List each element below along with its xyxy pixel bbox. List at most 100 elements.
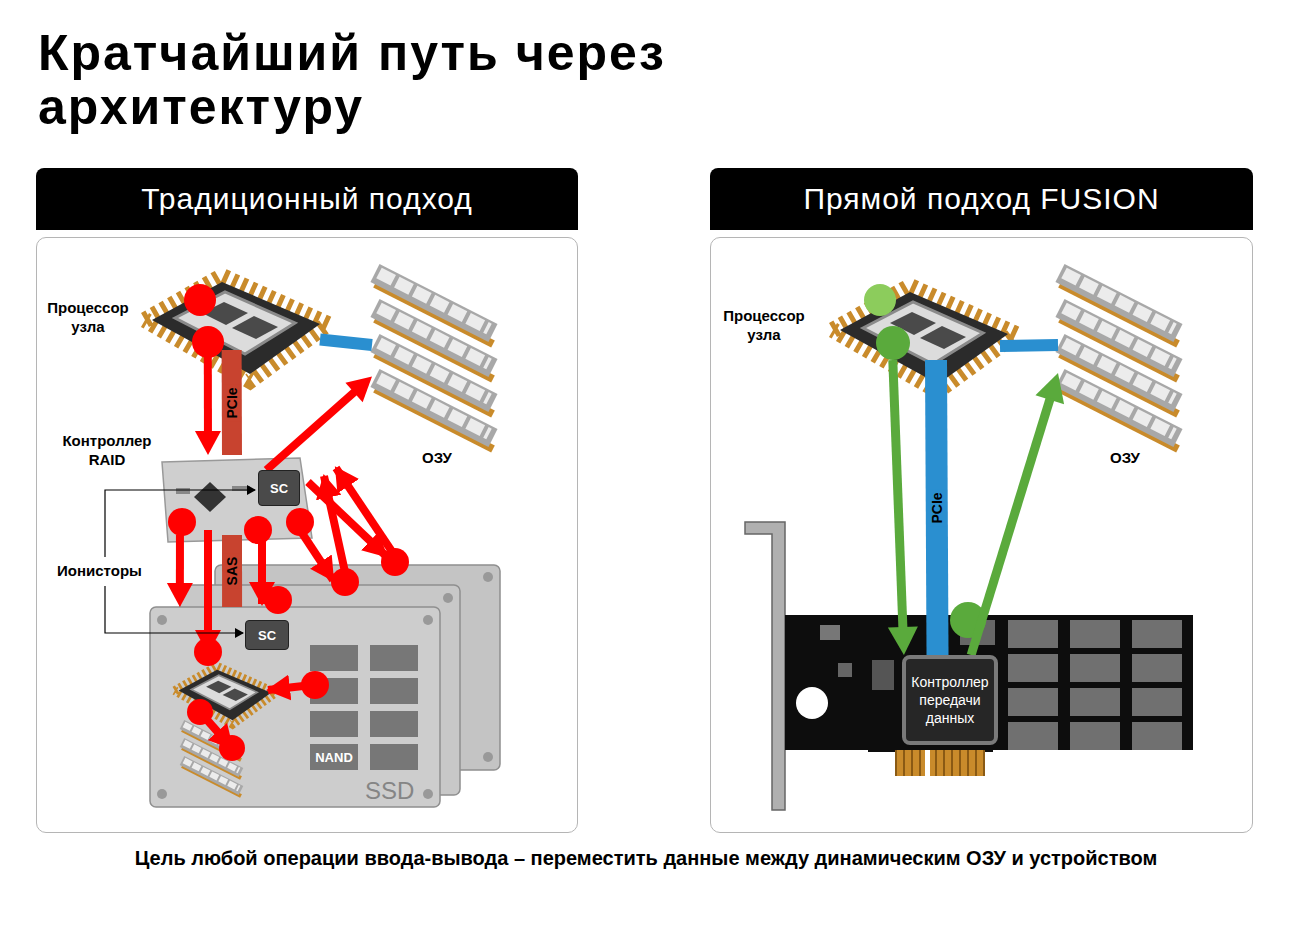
red-dots (286, 508, 314, 536)
green-dots (864, 284, 896, 316)
ssd-plates (157, 789, 167, 799)
title-heading: Кратчайший путь через архитектуру (38, 26, 758, 134)
cpu-chip: Процессор узла (150, 280, 320, 350)
ssd-mini-chip (175, 666, 276, 724)
red-dots (168, 284, 409, 761)
data-arrow-line (971, 398, 1050, 655)
red-dots (331, 568, 359, 596)
raid-board (176, 488, 190, 494)
red-dots (301, 671, 329, 699)
panel: Традиционный подходПроцессор узлаОЗУКонт… (36, 168, 578, 833)
link-label: PCIe (223, 384, 241, 421)
ssd-drive-label: SSD (365, 779, 425, 803)
data-arrow-line (266, 391, 355, 470)
pcie-card (925, 750, 930, 776)
red-dots (194, 638, 222, 666)
caption-text: Цель любой операции ввода-вывода – перем… (0, 846, 1292, 870)
ssd-plates (423, 789, 433, 799)
red-dots (264, 586, 292, 614)
data-arrow (971, 373, 1064, 655)
red-dots (381, 548, 409, 576)
nand-blocks (370, 711, 418, 737)
supercap-chip: SC (245, 620, 289, 650)
ssd-plates (443, 593, 453, 603)
link-label: SAS (223, 554, 241, 589)
arrowhead (888, 626, 918, 655)
ssd-mini-ram (182, 761, 241, 797)
ssd-drive: SSDSCNAND (150, 607, 440, 807)
memory-bus (1000, 345, 1058, 346)
arrowhead (167, 583, 193, 607)
data-arrow (266, 377, 372, 471)
callout-label: Ионисторы (55, 561, 144, 580)
red-dots (168, 508, 196, 536)
nand-blocks (370, 678, 418, 704)
pcie-card (895, 750, 985, 776)
ram-modules: ОЗУ (1058, 268, 1193, 443)
nand-blocks (310, 645, 418, 770)
panel: Прямой подход FUSION Процессор узла ОЗУ Кон… (710, 168, 1253, 833)
data-arrow (167, 535, 193, 607)
pcie-card (820, 625, 840, 640)
ssd-plates (150, 565, 500, 807)
pcie-card (895, 750, 985, 776)
ram-drawing (1060, 273, 1178, 449)
data-arrow (888, 360, 918, 655)
ram-drawing (375, 273, 493, 449)
ram-drawing (1060, 273, 1178, 449)
red-dots (187, 699, 213, 725)
pcie-card (785, 615, 1193, 750)
cpu-chip: Процессор узла (840, 290, 1000, 360)
red-traffic-arrows (324, 476, 345, 572)
red-traffic-arrows (200, 468, 393, 748)
data-arrow (195, 350, 221, 455)
cpu-chip-drawing (833, 286, 1016, 391)
green-dots (876, 326, 910, 360)
pcie-card (796, 687, 828, 719)
supercap-chip-label: SC (270, 482, 288, 495)
sas-link-line (222, 535, 242, 607)
raid-controller-label: Контроллер RAID (52, 431, 162, 469)
nand-blocks (370, 744, 418, 770)
red-traffic-arrows (258, 540, 266, 604)
data-arrow-line (176, 535, 184, 585)
red-dots (184, 284, 216, 316)
pcie-card (838, 663, 852, 677)
data-controller-label: Контроллер передачи данных (906, 673, 994, 727)
memory-bus-line (320, 340, 372, 346)
ssd-plates (483, 572, 493, 582)
ssd-plates (157, 615, 167, 625)
cpu-chip-label: Процессор узла (712, 306, 816, 344)
pcie-card (1008, 620, 1184, 750)
supercap-chip: SC (258, 470, 300, 506)
panel-body (36, 237, 578, 833)
raid-controller: Контроллер RAIDSC (160, 455, 310, 535)
ram-modules-label: ОЗУ (412, 448, 462, 467)
data-controller: Контроллер передачи данных (902, 655, 998, 745)
cpu-chip-drawing (833, 286, 1016, 391)
cpu-chip-label: Процессор узла (36, 298, 140, 336)
link-label: PCIe (928, 489, 946, 526)
pcie-card (872, 660, 894, 690)
red-traffic-arrows (300, 530, 333, 580)
memory-bus (320, 340, 372, 346)
red-traffic-arrows (204, 530, 212, 652)
pcie-card (745, 522, 785, 810)
arrowhead (195, 431, 221, 455)
nand-blocks (370, 645, 418, 671)
panel-header: Прямой подход FUSION (710, 168, 1253, 230)
panel-header: Традиционный подход (36, 168, 578, 230)
ssd-plates (150, 607, 440, 807)
nand-blocks (310, 645, 358, 671)
green-dots (864, 284, 986, 638)
data-arrow-line (204, 350, 212, 433)
ram-modules: ОЗУ (372, 268, 502, 443)
red-dots (219, 735, 245, 761)
red-dots (244, 516, 272, 544)
memory-bus-line (1000, 345, 1058, 346)
raid-board (194, 482, 226, 512)
ssd-mini-chip (175, 666, 276, 724)
